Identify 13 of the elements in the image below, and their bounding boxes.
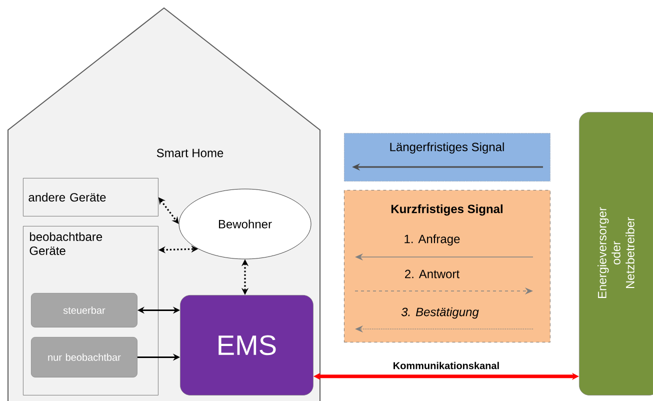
step-label: 3. Bestätigung — [401, 307, 479, 319]
ems-box: EMS — [180, 295, 314, 396]
device-button: steuerbar — [31, 293, 138, 328]
signal-label: Längerfristiges Signal — [390, 142, 504, 154]
signal-title: Kurzfristiges Signal — [391, 204, 502, 216]
group-label: beobachtbare Geräte — [30, 232, 102, 255]
device-button: nur beobachtbar — [31, 337, 138, 378]
supplier-label: Energieversorger oder Netzbetreiber — [598, 207, 634, 298]
house-label: Smart Home — [156, 148, 224, 158]
step-label: 1. Anfrage — [404, 234, 460, 246]
edge-label: Kommunikationskanal — [394, 362, 499, 370]
device-box: andere Geräte — [23, 178, 158, 216]
step-label: 2. Antwort — [405, 270, 460, 278]
